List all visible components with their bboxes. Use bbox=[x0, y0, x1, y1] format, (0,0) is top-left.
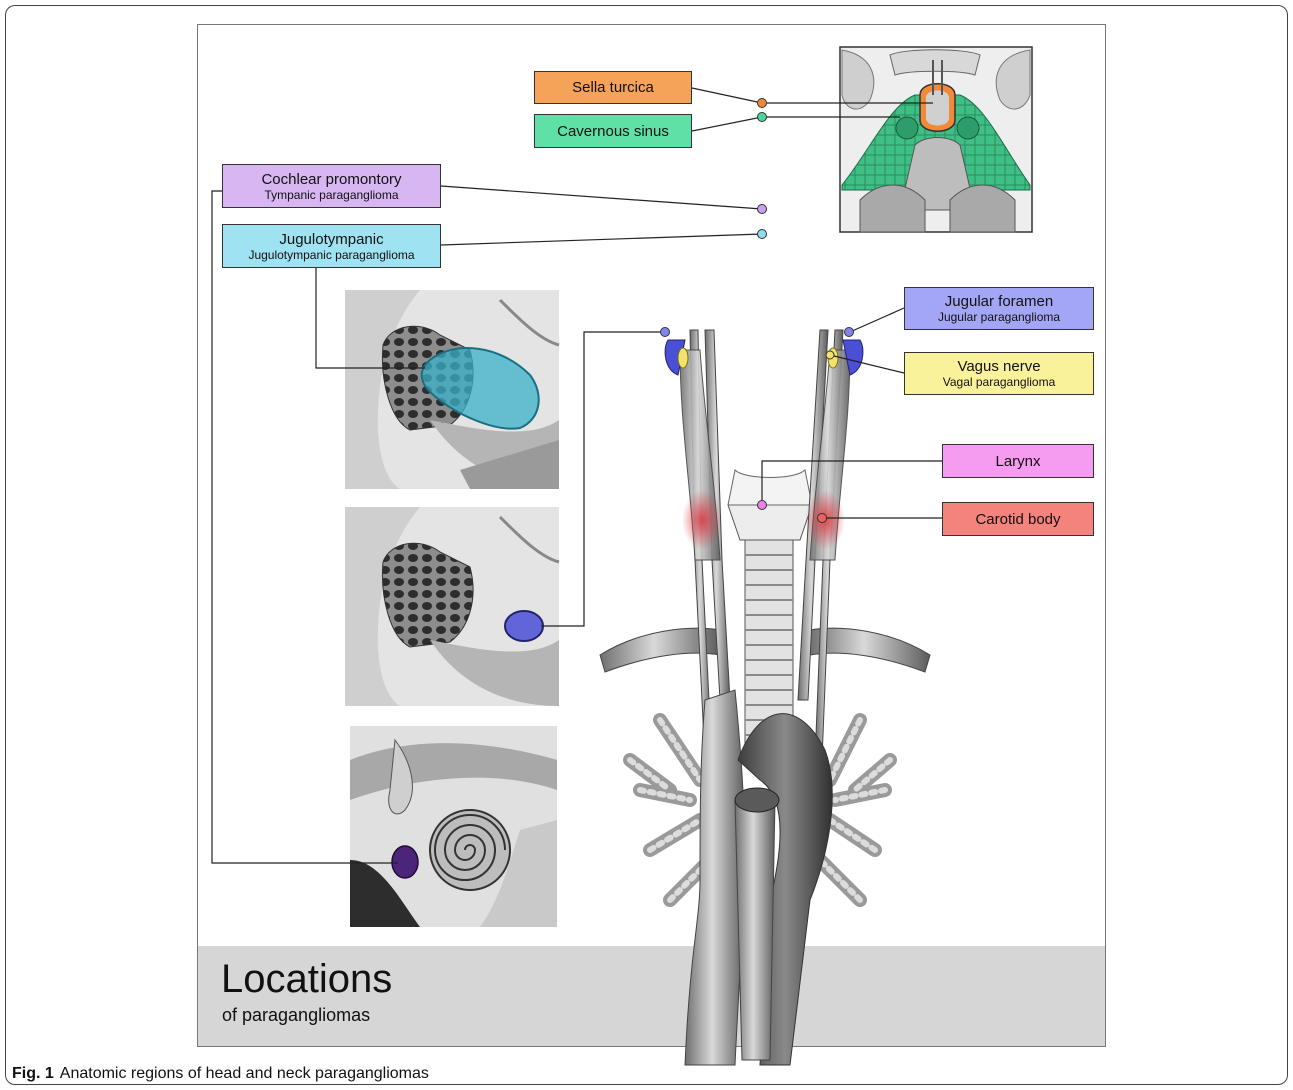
cochlea-inset bbox=[350, 726, 557, 927]
neck-vessels bbox=[600, 330, 930, 1065]
label-jugulotympanic-title: Jugulotympanic bbox=[223, 231, 440, 248]
figure-caption-label: Fig. 1 bbox=[12, 1065, 54, 1082]
label-vagus-nerve-title: Vagus nerve bbox=[905, 358, 1093, 375]
label-cavernous-sinus-title: Cavernous sinus bbox=[535, 123, 691, 140]
figure-title: Locations bbox=[221, 955, 392, 1003]
label-sella-turcica: Sella turcica bbox=[534, 71, 692, 104]
temporal-bone-inset-1 bbox=[345, 290, 559, 489]
figure-caption: Fig. 1 Anatomic regions of head and neck … bbox=[12, 1064, 429, 1084]
label-jugular-foramen-title: Jugular foramen bbox=[905, 293, 1093, 310]
label-jugular-foramen-subtitle: Jugular paraganglioma bbox=[905, 310, 1093, 324]
label-cochlear-promontory: Cochlear promontory Tympanic paraganglio… bbox=[222, 164, 441, 208]
label-cavernous-sinus: Cavernous sinus bbox=[534, 114, 692, 148]
label-cochlear-promontory-subtitle: Tympanic paraganglioma bbox=[223, 188, 440, 202]
label-jugulotympanic: Jugulotympanic Jugulotympanic paragangli… bbox=[222, 224, 441, 268]
label-jugulotympanic-subtitle: Jugulotympanic paraganglioma bbox=[223, 248, 440, 262]
figure-caption-text: Anatomic regions of head and neck paraga… bbox=[60, 1065, 429, 1082]
label-carotid-body: Carotid body bbox=[942, 502, 1094, 536]
label-carotid-body-title: Carotid body bbox=[943, 511, 1093, 528]
label-jugular-foramen: Jugular foramen Jugular paraganglioma bbox=[904, 287, 1094, 330]
label-sella-turcica-title: Sella turcica bbox=[535, 79, 691, 96]
label-larynx-title: Larynx bbox=[943, 453, 1093, 470]
figure-subtitle: of paragangliomas bbox=[222, 1004, 370, 1026]
label-larynx: Larynx bbox=[942, 444, 1094, 478]
label-cochlear-promontory-title: Cochlear promontory bbox=[223, 171, 440, 188]
label-vagus-nerve: Vagus nerve Vagal paraganglioma bbox=[904, 352, 1094, 395]
temporal-bone-inset-2 bbox=[345, 507, 559, 706]
coronal-skull-inset bbox=[840, 47, 1032, 232]
label-vagus-nerve-subtitle: Vagal paraganglioma bbox=[905, 375, 1093, 389]
